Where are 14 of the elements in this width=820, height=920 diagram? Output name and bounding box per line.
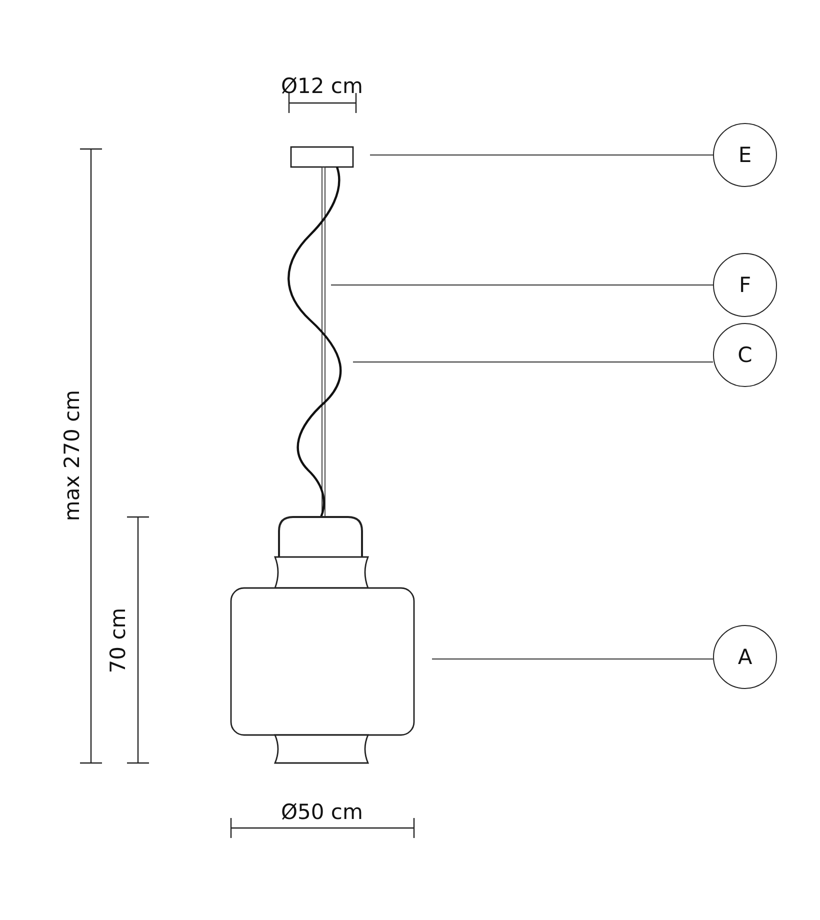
callout-letter: E [713,123,777,187]
ceiling-canopy [290,146,354,168]
dimension-label: Ø50 cm [281,802,363,822]
leader-line [370,154,714,156]
callout-letter: C [713,323,777,387]
dimension-label: Ø12 cm [281,76,363,96]
callout-letter: A [713,625,777,689]
power-cable [288,166,342,518]
callout-letter: F [713,253,777,317]
lamp-shade-drawing [230,516,415,764]
dimension-label: max 270 cm [62,389,83,521]
leader-line [432,658,714,660]
leader-line [330,284,714,286]
dimension-label: 70 cm [108,607,129,673]
